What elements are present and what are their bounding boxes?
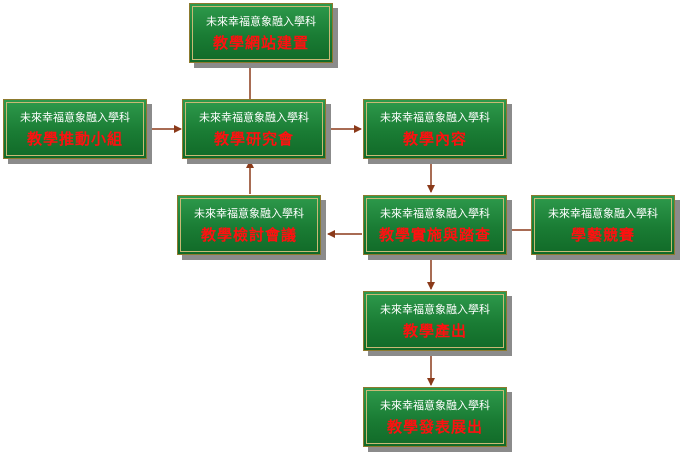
node-subtitle: 未來幸福意象融入學科 — [380, 207, 490, 220]
node-implementation: 未來幸福意象融入學科 教學實施與踏查 — [363, 195, 507, 255]
node-label: 教學推動小組 — [26, 130, 123, 148]
node-teaching-website: 未來幸福意象融入學科 教學網站建置 — [189, 3, 333, 63]
node-label: 教學發表展出 — [386, 418, 483, 436]
node-label: 教學檢討會議 — [200, 226, 297, 244]
node-review-meeting: 未來幸福意象融入學科 教學檢討會議 — [177, 195, 321, 255]
node-label: 教學實施與踏查 — [378, 226, 491, 244]
node-arts-contest: 未來幸福意象融入學科 學藝競賽 — [531, 195, 675, 255]
node-teaching-content: 未來幸福意象融入學科 教學內容 — [363, 99, 507, 159]
node-subtitle: 未來幸福意象融入學科 — [20, 111, 130, 124]
node-exhibition: 未來幸福意象融入學科 教學發表展出 — [363, 387, 507, 447]
node-subtitle: 未來幸福意象融入學科 — [380, 303, 490, 316]
node-subtitle: 未來幸福意象融入學科 — [194, 207, 304, 220]
node-subtitle: 未來幸福意象融入學科 — [199, 111, 309, 124]
node-steering-group: 未來幸福意象融入學科 教學推動小組 — [3, 99, 147, 159]
node-teaching-output: 未來幸福意象融入學科 教學產出 — [363, 291, 507, 351]
node-subtitle: 未來幸福意象融入學科 — [380, 399, 490, 412]
node-label: 學藝競賽 — [570, 226, 635, 244]
node-label: 教學內容 — [402, 130, 467, 148]
node-label: 教學研究會 — [213, 130, 294, 148]
node-label: 教學產出 — [402, 322, 467, 340]
node-subtitle: 未來幸福意象融入學科 — [548, 207, 658, 220]
node-teaching-research: 未來幸福意象融入學科 教學研究會 — [182, 99, 326, 159]
node-label: 教學網站建置 — [212, 34, 309, 52]
node-subtitle: 未來幸福意象融入學科 — [206, 15, 316, 28]
node-subtitle: 未來幸福意象融入學科 — [380, 111, 490, 124]
